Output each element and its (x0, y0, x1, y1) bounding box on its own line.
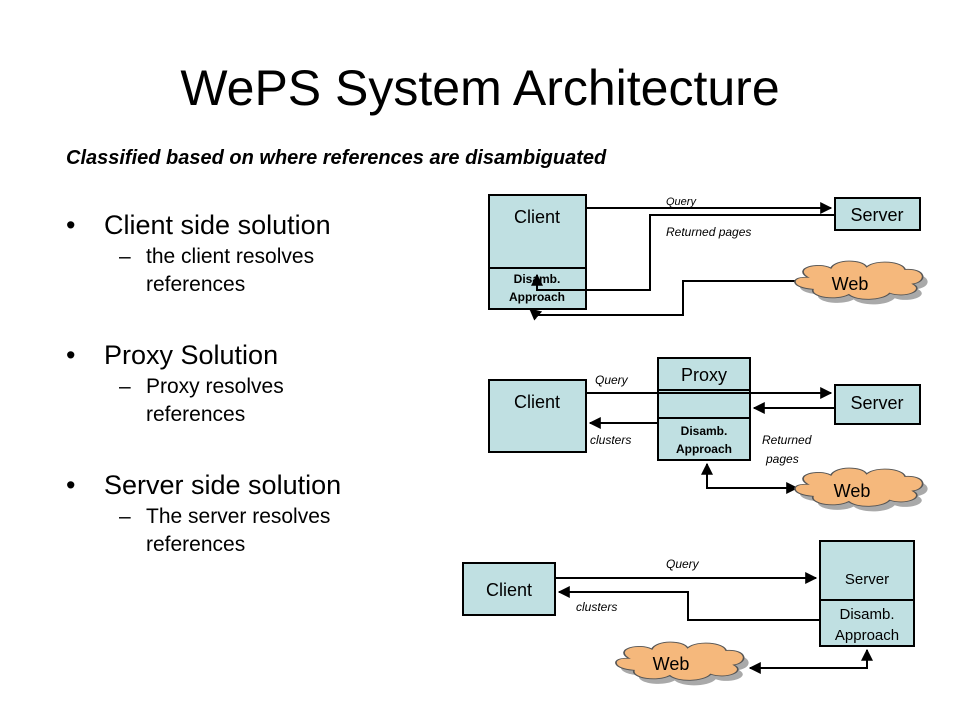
bullet-client-side: • Client side solution –the client resolv… (66, 208, 406, 298)
bullet-list: •Client side solution –the client resolv… (66, 208, 406, 598)
returned-label: Returned (762, 433, 812, 447)
bullet-dot-icon: • (66, 470, 76, 500)
web-cloud: Web (794, 260, 928, 305)
bullet-dot-icon: • (66, 340, 76, 370)
dash-icon: – (119, 505, 131, 528)
query-label: Query (595, 373, 629, 387)
dash-icon: – (119, 375, 131, 398)
server-label: Server (850, 205, 903, 225)
approach-label: Approach (835, 627, 899, 644)
server-label: Server (850, 393, 903, 413)
diagram-client-side: Client Disamb. Approach Server Query Ret… (488, 194, 928, 321)
server-box (834, 197, 921, 231)
web-cloud: Web (794, 467, 928, 512)
dash-icon: – (119, 245, 131, 268)
proxy-label: Proxy (681, 365, 727, 385)
web-label: Web (834, 481, 871, 501)
query-label: Query (666, 196, 697, 208)
diagram-proxy: Client Proxy Disamb. Approach Server Que… (488, 357, 928, 512)
clusters-arrow (557, 586, 820, 621)
approach-label: Approach (509, 290, 565, 304)
bullet-sub-line: references (146, 533, 246, 556)
web-cloud: Web (615, 641, 749, 686)
proxy-box (657, 357, 751, 461)
server-box (819, 540, 915, 647)
bullet-server-side: • Server side solution –The server resolv… (66, 468, 406, 558)
pages-label: pages (765, 452, 799, 466)
query-label: Query (666, 557, 700, 571)
client-label: Client (514, 392, 560, 412)
bullet-sub-line: Proxy resolves (146, 375, 284, 398)
bullet-label: Server side solution (104, 470, 342, 500)
server-web-arrow (748, 648, 873, 674)
approach-label: Approach (676, 442, 732, 456)
diagram-server-side: Client Server Disamb. Approach Query clu… (462, 540, 915, 686)
proxy-web-arrow (701, 462, 799, 494)
server-box (834, 384, 921, 425)
disamb-label: Disamb. (839, 606, 894, 623)
returned-pages-label: Returned pages (666, 225, 751, 239)
web-to-client-arrow (529, 280, 800, 321)
clusters-label: clusters (576, 600, 617, 614)
client-box (462, 562, 556, 616)
client-label: Client (486, 580, 532, 600)
bullet-sub-line: the client resolves (146, 245, 315, 268)
client-box (488, 379, 587, 453)
web-label: Web (653, 654, 690, 674)
bullet-sub-line: references (146, 403, 246, 426)
bullet-label: Proxy Solution (104, 340, 279, 370)
bullet-proxy: • Proxy Solution –Proxy resolves referenc… (66, 338, 406, 428)
client-label: Client (514, 207, 560, 227)
slide-title: WePS System Architecture (180, 60, 780, 116)
slide-subtitle: Classified based on where references are… (66, 147, 607, 169)
clusters-label: clusters (590, 433, 631, 447)
bullet-sub-line: references (146, 273, 246, 296)
web-label: Web (832, 274, 869, 294)
returned-pages-arrow (531, 214, 835, 291)
server-label: Server (845, 571, 889, 588)
bullet-dot-icon: • (66, 210, 76, 240)
bullet-sub-line: The server resolves (146, 505, 331, 528)
disamb-label: Disamb. (681, 424, 728, 438)
bullet-label: Client side solution (104, 210, 331, 240)
